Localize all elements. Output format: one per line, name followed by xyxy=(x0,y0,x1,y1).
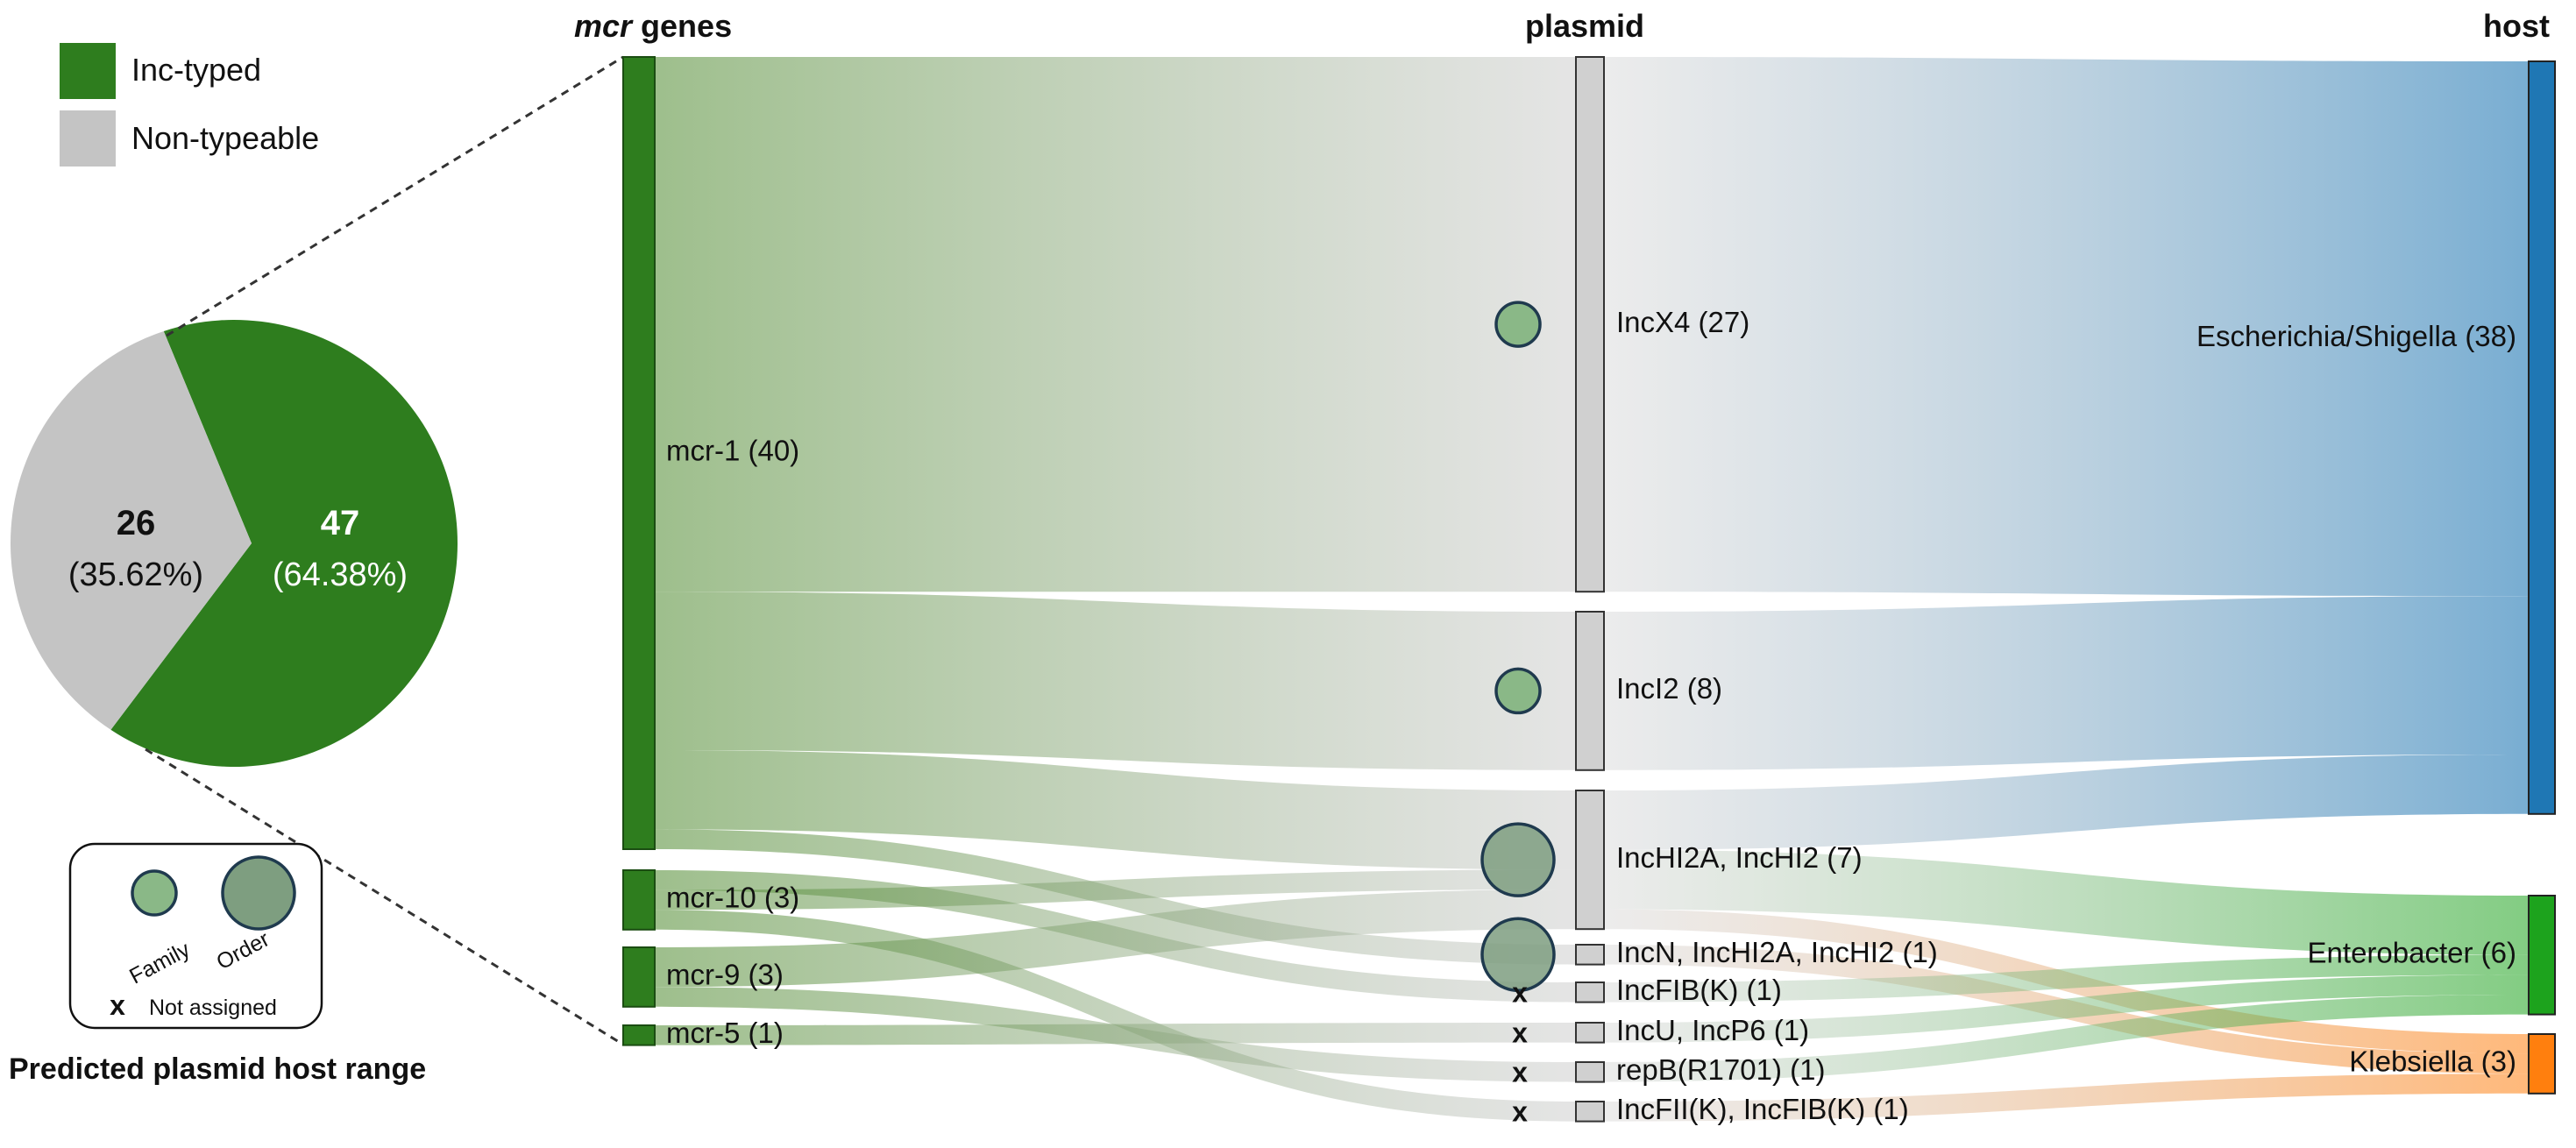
plasmid-label-incn: IncN, IncHI2A, IncHI2 (1) xyxy=(1616,936,1938,968)
mcr-label-mcr10: mcr-10 (3) xyxy=(666,882,799,914)
link-inci2-8-to-escherichia-shigella-38 xyxy=(1604,596,2529,770)
not-assigned-marker-repb: x xyxy=(1512,1056,1528,1088)
plasmid-label-incu: IncU, IncP6 (1) xyxy=(1616,1014,1809,1046)
non-typeable-count: 26 xyxy=(117,504,156,542)
link-mcr-10-3-to-incfii-k-incfib-k-1 xyxy=(655,910,1576,1122)
host-node-ent xyxy=(2528,895,2556,1016)
mcr-header-rest: genes xyxy=(632,8,732,44)
link-repb-r1701-1-to-enterobacter-6 xyxy=(1604,995,2529,1082)
host-range-title: Predicted plasmid host range xyxy=(9,1052,426,1086)
mcr-label-mcr5: mcr-5 (1) xyxy=(666,1017,784,1049)
not-assigned-marker-incu: x xyxy=(1512,1017,1528,1048)
not-assigned-label: Not assigned xyxy=(149,996,277,1020)
pie-slice-inc-typed xyxy=(110,320,458,768)
mcr-node-mcr10 xyxy=(622,869,656,931)
family-marker-incx4 xyxy=(1494,301,1542,348)
host-node-esch xyxy=(2528,60,2556,815)
link-mcr-5-1-to-incu-incp6-1 xyxy=(655,1023,1576,1045)
host-label-kleb: Klebsiella (3) xyxy=(2349,1045,2516,1078)
sankey-nodes xyxy=(622,56,2556,1123)
not-assigned-marker-incfii: x xyxy=(1512,1095,1528,1127)
plasmid-label-incx4: IncX4 (27) xyxy=(1616,306,1749,338)
link-inchi2a-inchi2-7-to-escherichia-shigella-38 xyxy=(1604,755,2529,850)
link-mcr-1-40-to-inchi2a-inchi2-7 xyxy=(655,750,1576,870)
mcr-label-mcr9: mcr-9 (3) xyxy=(666,959,784,991)
link-mcr-9-3-to-inchi2a-inchi2-7 xyxy=(655,889,1576,988)
plasmid-node-incn xyxy=(1575,944,1605,966)
link-mcr-10-3-to-inchi2a-inchi2-7 xyxy=(655,869,1576,911)
inc-typed-count: 47 xyxy=(321,504,360,542)
plasmid-node-inci2 xyxy=(1575,611,1605,771)
plasmid-typing-pie-chart xyxy=(11,320,458,768)
link-incx4-27-to-escherichia-shigella-38 xyxy=(1604,57,2529,597)
host-header: host xyxy=(2483,8,2550,44)
plasmid-node-incfibk xyxy=(1575,981,1605,1003)
link-mcr-1-40-to-inci2-8 xyxy=(655,592,1576,770)
inc-typed-swatch xyxy=(60,43,116,99)
connector-bottom xyxy=(145,748,624,1046)
order-marker-inchi2a xyxy=(1480,822,1556,897)
plasmid-label-repb: repB(R1701) (1) xyxy=(1616,1053,1825,1086)
host-node-kleb xyxy=(2528,1033,2556,1095)
plasmid-label-inchi2a: IncHI2A, IncHI2 (7) xyxy=(1616,841,1863,874)
plasmid-label-incfii: IncFII(K), IncFIB(K) (1) xyxy=(1616,1093,1909,1125)
mcr-node-mcr1 xyxy=(622,56,656,850)
pie-slice-non-typeable xyxy=(11,330,252,730)
order-circle-icon xyxy=(221,855,296,931)
non-typeable-legend-label: Non-typeable xyxy=(131,120,319,156)
mcr-genes-header: mcr genes xyxy=(574,8,732,44)
mcr-node-mcr5 xyxy=(622,1024,656,1046)
link-incfii-k-incfib-k-1-to-klebsiella-3 xyxy=(1604,1074,2529,1122)
pie-legend: Inc-typed Non-typeable xyxy=(60,43,319,167)
pie-labels: 26 (35.62%) 47 (64.38%) xyxy=(68,504,408,593)
link-mcr-1-40-to-incx4-27 xyxy=(655,57,1576,592)
non-typeable-swatch xyxy=(60,110,116,167)
plasmid-node-incfii xyxy=(1575,1101,1605,1123)
connector-top xyxy=(166,55,624,337)
family-circle-icon xyxy=(131,869,178,917)
plasmid-node-repb xyxy=(1575,1061,1605,1083)
plasmid-label-incfibk: IncFIB(K) (1) xyxy=(1616,974,1782,1006)
host-label-esch: Escherichia/Shigella (38) xyxy=(2196,320,2516,352)
plasmid-node-incx4 xyxy=(1575,56,1605,593)
mcr-header-italic: mcr xyxy=(574,8,634,44)
order-marker-incn xyxy=(1480,917,1556,993)
sankey-labels: mcr-1 (40) mcr-10 (3) mcr-9 (3) mcr-5 (1) In… xyxy=(666,306,2516,1125)
non-typeable-percent: (35.62%) xyxy=(68,556,203,593)
sankey-links xyxy=(655,57,2529,1122)
not-assigned-marker-incfibk: x xyxy=(1512,976,1528,1008)
plasmid-header: plasmid xyxy=(1525,8,1644,44)
not-assigned-x-icon: x xyxy=(110,989,125,1021)
host-range-legend-box: Family Order x Not assigned xyxy=(68,842,323,1030)
link-incu-incp6-1-to-enterobacter-6 xyxy=(1604,974,2529,1043)
link-incfib-k-1-to-enterobacter-6 xyxy=(1604,954,2529,1003)
link-inchi2a-inchi2-7-to-enterobacter-6 xyxy=(1604,849,2529,955)
inc-typed-percent: (64.38%) xyxy=(273,556,408,593)
mcr-label-mcr1: mcr-1 (40) xyxy=(666,435,799,467)
plasmid-label-inci2: IncI2 (8) xyxy=(1616,672,1722,705)
inc-typed-legend-label: Inc-typed xyxy=(131,52,261,88)
host-label-ent: Enterobacter (6) xyxy=(2308,937,2516,969)
family-marker-inci2 xyxy=(1494,667,1542,715)
mcr-node-mcr9 xyxy=(622,946,656,1008)
plasmid-node-inchi2a xyxy=(1575,790,1605,931)
plasmid-node-incu xyxy=(1575,1022,1605,1044)
